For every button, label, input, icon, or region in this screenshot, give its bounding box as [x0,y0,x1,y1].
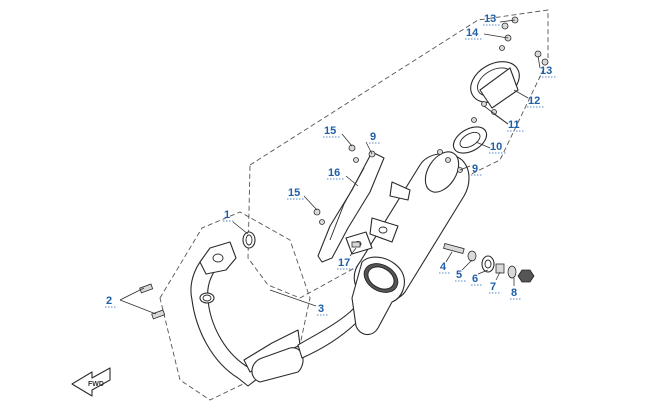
heat-shield [317,151,385,263]
callout-8: 8 [511,287,517,299]
callout-9-upper: 9 [370,131,376,143]
fwd-label: FWD [88,381,104,388]
stud-bolts [139,283,166,320]
callout-12: 12 [528,95,540,107]
callout-7: 7 [490,281,496,293]
header-flange-port [199,292,215,304]
muffler-upper-bracket [389,181,411,201]
callout-labels: 1 2 3 4 5 6 7 8 9 9 10 11 12 13 13 14 15… [105,13,557,316]
callout-15-lower: 15 [288,187,300,199]
callout-6: 6 [472,273,478,285]
muffler-end-cap [470,61,520,109]
callout-15-upper: 15 [324,125,336,137]
callout-11: 11 [508,119,520,131]
header-pipe [190,241,371,387]
callout-10: 10 [490,141,502,153]
callout-4: 4 [440,261,447,273]
callout-16: 16 [328,167,340,179]
callout-1: 1 [224,209,230,221]
header-pipe-group-boundary [159,211,311,401]
callout-13-top: 13 [484,13,496,25]
callout-5: 5 [456,269,462,281]
callout-13-right: 13 [540,65,552,77]
callout-14: 14 [466,27,479,39]
exhaust-gasket [242,231,256,249]
header-flange [199,241,237,275]
callout-3: 3 [318,303,324,315]
callout-17: 17 [338,257,350,269]
callout-9-lower: 9 [472,163,478,175]
heat-shield-hardware [313,144,376,248]
leader-lines [119,19,541,315]
muffler-body [351,151,470,336]
muffler-lower-bracket [369,217,399,243]
forward-direction-arrow: FWD [71,367,111,397]
callout-2: 2 [106,295,112,307]
rear-mount-hardware [443,242,535,283]
end-cap-gasket [452,126,488,154]
